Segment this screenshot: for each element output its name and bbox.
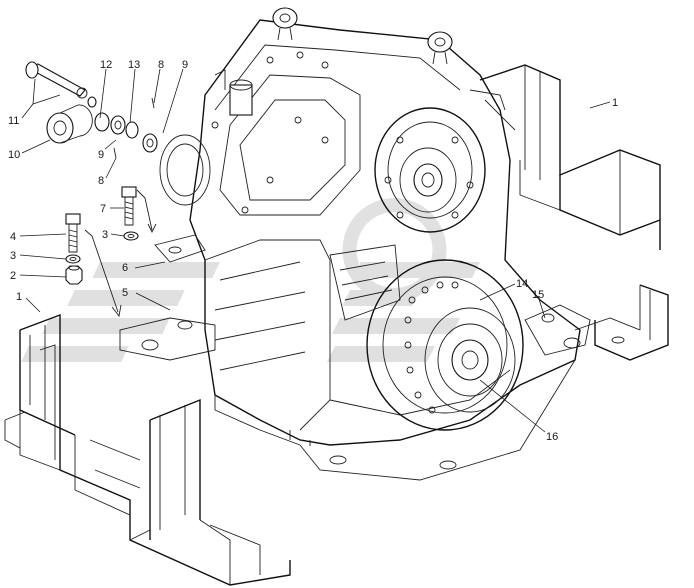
callout-1-right: 1 — [612, 97, 618, 109]
upper-output-flange — [374, 89, 516, 233]
leader-lines — [19, 68, 611, 433]
callout-14: 14 — [516, 278, 528, 290]
right-frame-bracket — [479, 64, 669, 361]
callout-3-lower: 3 — [10, 250, 16, 262]
gearbox-housing — [189, 19, 581, 481]
callout-9-top: 9 — [182, 59, 188, 71]
lower-output-flange — [329, 244, 524, 431]
callout-16: 16 — [546, 431, 558, 443]
callout-11: 11 — [8, 115, 19, 127]
callout-10: 10 — [8, 149, 20, 161]
callout-12: 12 — [100, 59, 112, 71]
top-cover — [211, 51, 329, 214]
callout-5: 5 — [122, 287, 128, 299]
assembly-direction-arrows — [84, 189, 157, 318]
callout-6: 6 — [122, 262, 128, 274]
mounting-foot-left — [119, 317, 216, 361]
callout-13: 13 — [128, 59, 140, 71]
callout-9-mid: 9 — [98, 149, 104, 161]
bolt-11-icon — [25, 61, 88, 99]
lifting-eye-left-icon — [272, 7, 298, 41]
bolt-4-icon — [65, 213, 81, 253]
bolt-7-icon — [121, 186, 137, 226]
callout-labels: 1 1 2 3 3 4 5 6 7 8 8 9 9 10 11 12 13 14… — [8, 59, 618, 443]
callout-8-top: 8 — [158, 59, 164, 71]
callout-1-left: 1 — [16, 291, 22, 303]
washer-stack-icon — [87, 96, 158, 153]
left-flange-disc — [159, 134, 211, 206]
callout-2: 2 — [10, 270, 16, 282]
watermark-logo-icon — [21, 198, 480, 362]
callout-15: 15 — [532, 289, 544, 301]
callout-7: 7 — [100, 203, 106, 215]
callout-8-bottom: 8 — [98, 175, 104, 187]
sleeve-10-icon — [46, 104, 93, 144]
lifting-eye-right-icon — [427, 31, 453, 65]
nut-2-icon — [65, 265, 83, 285]
mounting-foot-right — [524, 304, 591, 356]
washer-3-upper-icon — [123, 231, 139, 241]
mounting-foot-upper-left — [154, 234, 206, 263]
callout-4: 4 — [10, 231, 16, 243]
callout-3-upper: 3 — [102, 229, 108, 241]
left-frame-bracket — [4, 313, 291, 586]
washer-3-lower-icon — [65, 254, 81, 264]
pin-8-icon — [113, 97, 155, 159]
